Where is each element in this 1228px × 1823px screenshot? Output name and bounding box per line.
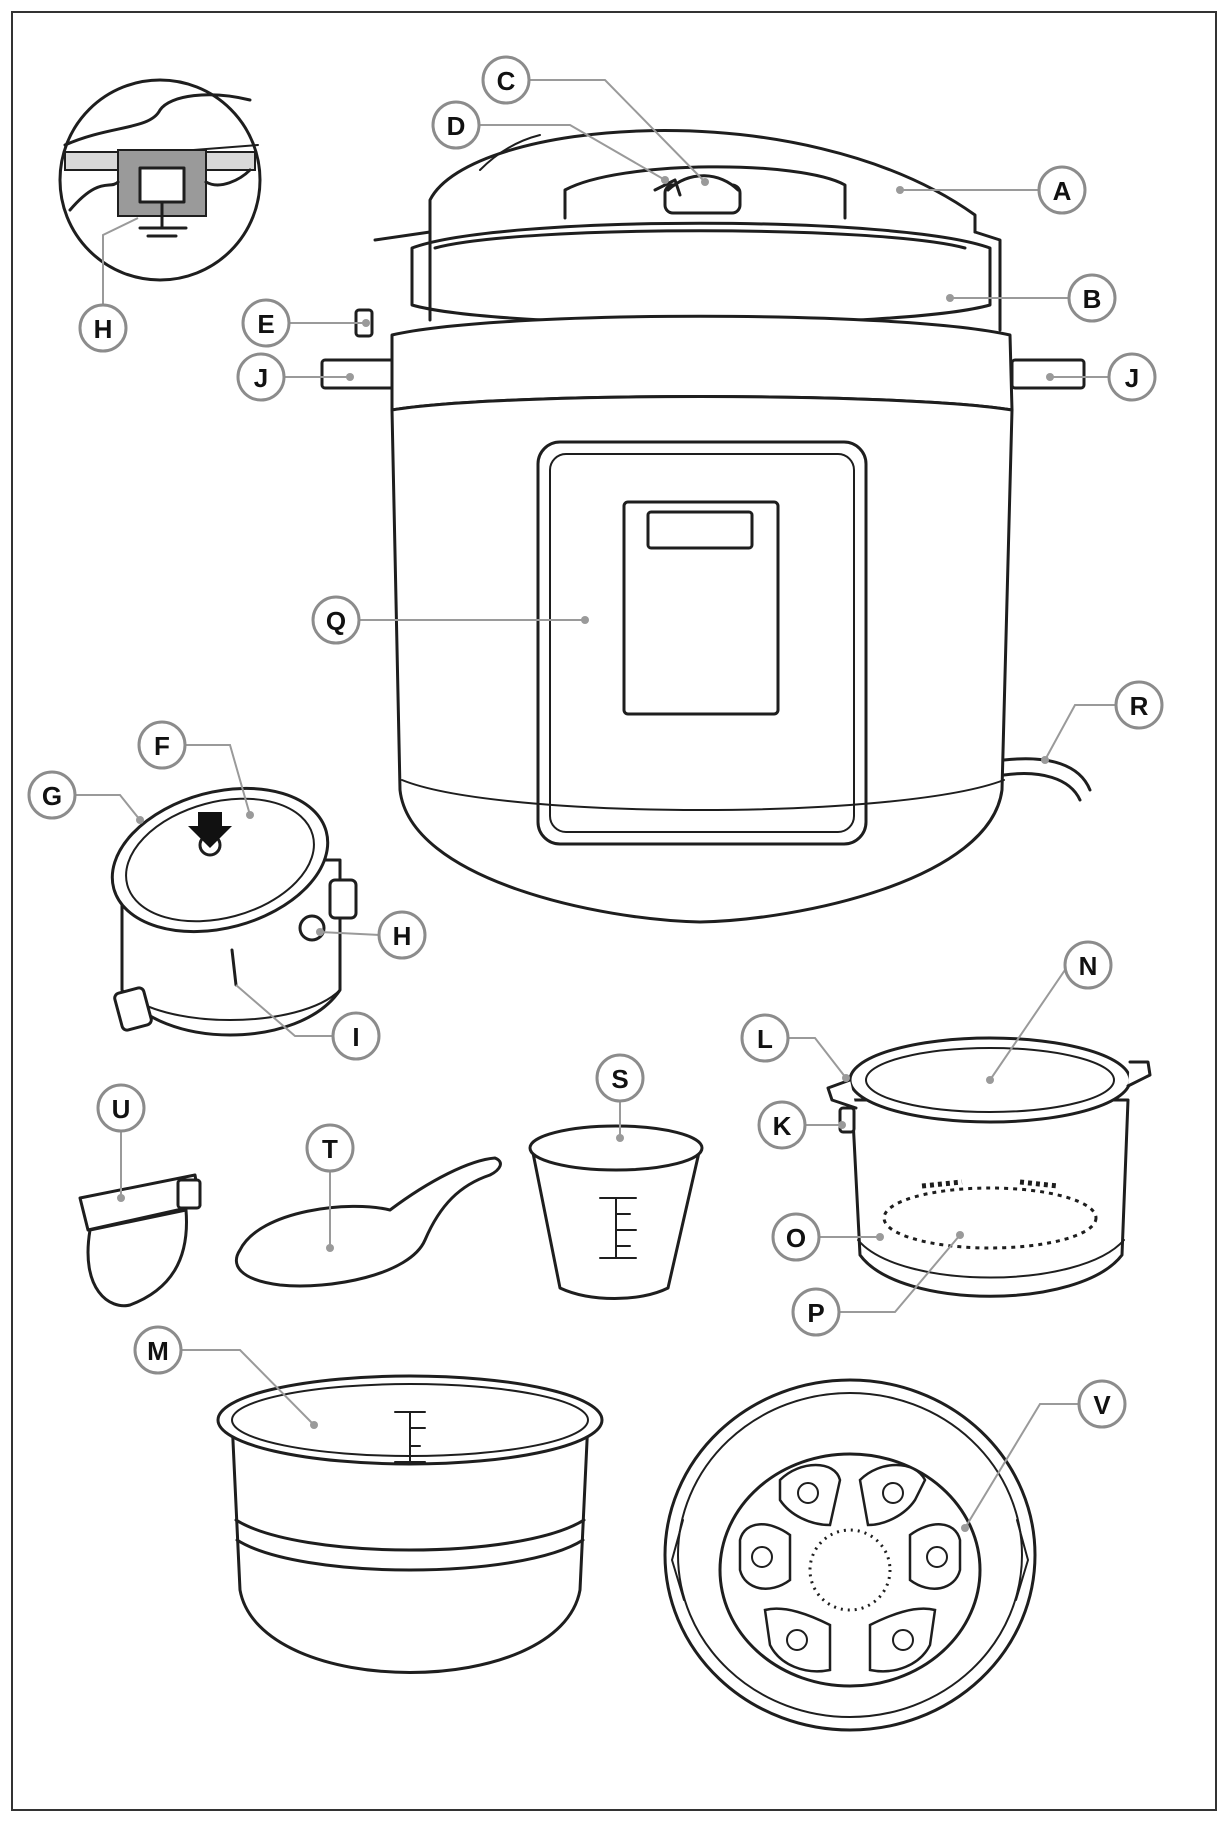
callout-label-H-lid: H [393, 921, 412, 951]
callout-label-E: E [257, 309, 274, 339]
callout-V: V [1077, 1379, 1127, 1429]
callout-label-S: S [611, 1064, 628, 1094]
callout-label-A: A [1053, 176, 1072, 206]
callout-G: G [27, 770, 77, 820]
callout-A: A [1037, 165, 1087, 215]
measuring-cup [528, 1124, 704, 1300]
callout-H-inset: H [78, 303, 128, 353]
callout-T: T [305, 1123, 355, 1173]
callout-label-N: N [1079, 951, 1098, 981]
callout-label-M: M [147, 1336, 169, 1366]
condensation-collector [78, 1173, 202, 1308]
callout-U: U [96, 1083, 146, 1133]
inner-housing [826, 1036, 1152, 1298]
callout-P: P [791, 1287, 841, 1337]
callout-O: O [771, 1212, 821, 1262]
callout-N: N [1063, 940, 1113, 990]
callout-label-B: B [1083, 284, 1102, 314]
callout-M: M [133, 1325, 183, 1375]
callout-label-F: F [154, 731, 170, 761]
page-frame [11, 11, 1217, 1811]
cooker-main-body [320, 129, 1092, 924]
cooking-pot [216, 1374, 604, 1674]
callout-E: E [241, 298, 291, 348]
callout-label-K: K [773, 1111, 792, 1141]
callout-label-P: P [807, 1298, 824, 1328]
callout-C: C [481, 55, 531, 105]
callout-J-right: J [1107, 352, 1157, 402]
callout-D: D [431, 100, 481, 150]
callout-label-L: L [757, 1024, 773, 1054]
callout-label-J-right: J [1125, 363, 1139, 393]
callout-Q: Q [311, 595, 361, 645]
steam-rack [663, 1378, 1037, 1732]
leader-dots [117, 176, 1054, 1532]
callout-J-left: J [236, 352, 286, 402]
rice-spoon [234, 1156, 502, 1288]
callout-I: I [331, 1011, 381, 1061]
callout-label-U: U [112, 1094, 131, 1124]
callout-label-I: I [352, 1022, 359, 1052]
callout-label-T: T [322, 1134, 338, 1164]
callout-B: B [1067, 273, 1117, 323]
valve-detail-inset [58, 78, 262, 282]
leader-lines [75, 79, 1115, 1529]
callout-L: L [740, 1013, 790, 1063]
callout-label-J-left: J [254, 363, 268, 393]
callout-label-O: O [786, 1223, 806, 1253]
callout-K: K [757, 1100, 807, 1150]
callout-H-lid: H [377, 910, 427, 960]
callout-label-C: C [497, 66, 516, 96]
callout-label-G: G [42, 781, 62, 811]
callout-F: F [137, 720, 187, 770]
callout-label-H-inset: H [94, 314, 113, 344]
callout-label-D: D [447, 111, 466, 141]
callout-R: R [1114, 680, 1164, 730]
callout-S: S [595, 1053, 645, 1103]
callout-label-V: V [1093, 1390, 1111, 1420]
lid-underside [110, 786, 358, 1037]
callout-label-R: R [1130, 691, 1149, 721]
callout-label-Q: Q [326, 606, 346, 636]
